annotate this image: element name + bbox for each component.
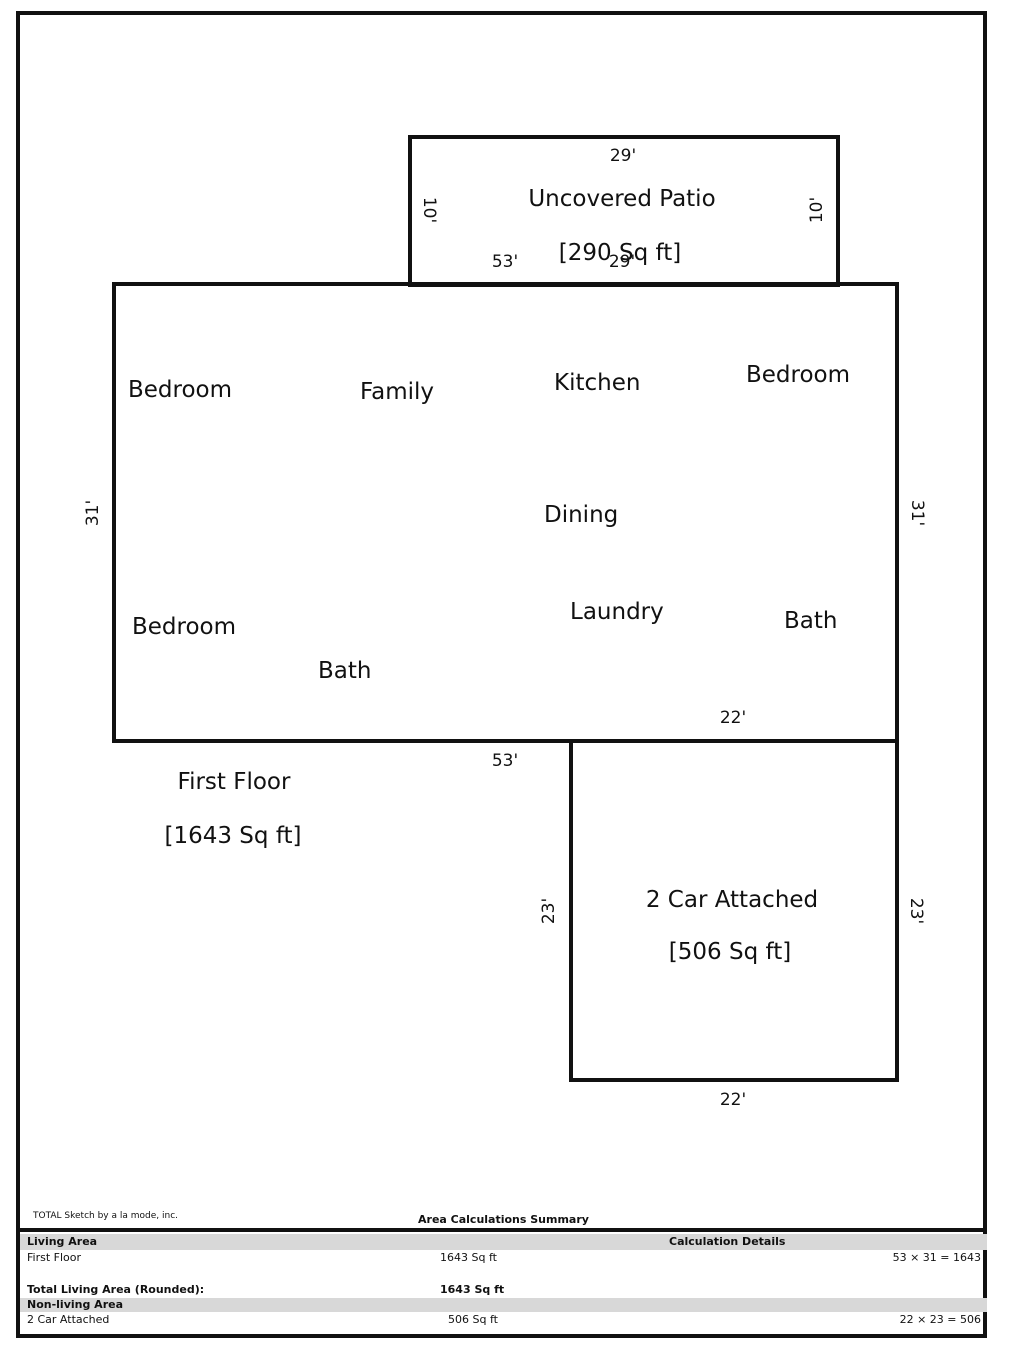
room-label-bath-2: Bath bbox=[784, 608, 838, 634]
patio-top-dimension: 29' bbox=[609, 146, 637, 166]
floor-top-dimension: 53' bbox=[491, 252, 519, 272]
table-row: First Floor 1643 Sq ft 53 × 31 = 1643 bbox=[20, 1250, 987, 1266]
page-frame bbox=[16, 11, 987, 1338]
summary-title: Area Calculations Summary bbox=[418, 1213, 589, 1226]
first-floor-outline bbox=[112, 282, 899, 743]
garage-outline bbox=[569, 739, 899, 1082]
room-label-dining: Dining bbox=[544, 502, 619, 528]
garage-area-value: 506 Sq ft bbox=[448, 1313, 498, 1326]
garage-calculation: 22 × 23 = 506 bbox=[899, 1313, 981, 1326]
room-label-kitchen: Kitchen bbox=[554, 370, 641, 396]
room-label-family: Family bbox=[360, 379, 435, 405]
room-label-bedroom-3: Bedroom bbox=[132, 614, 237, 640]
living-area-header: Living Area bbox=[27, 1235, 98, 1248]
first-floor-area: [1643 Sq ft] bbox=[164, 823, 302, 849]
patio-left-dimension: 10' bbox=[419, 196, 440, 224]
floor-right-dimension: 31' bbox=[907, 499, 928, 527]
first-floor-label: First Floor bbox=[177, 769, 291, 795]
garage-name: 2 Car Attached bbox=[27, 1313, 110, 1326]
total-living-area-label: Total Living Area (Rounded): bbox=[27, 1283, 205, 1296]
garage-top-dimension: 22' bbox=[719, 708, 747, 728]
non-living-area-header-row: Non-living Area bbox=[20, 1298, 987, 1312]
floor-left-dimension: 31' bbox=[83, 499, 104, 527]
first-floor-area-value: 1643 Sq ft bbox=[440, 1251, 497, 1264]
software-credit: TOTAL Sketch by a la mode, inc. bbox=[33, 1211, 179, 1221]
living-area-header-row: Living Area Calculation Details bbox=[20, 1234, 987, 1250]
patio-right-dimension: 10' bbox=[807, 196, 828, 224]
room-label-bedroom-2: Bedroom bbox=[746, 362, 851, 388]
area-summary-table: Living Area Calculation Details First Fl… bbox=[20, 1228, 987, 1328]
total-living-area-row: Total Living Area (Rounded): 1643 Sq ft bbox=[20, 1282, 987, 1298]
garage-bottom-dimension: 22' bbox=[719, 1090, 747, 1110]
patio-bottom-dimension: 29' bbox=[608, 252, 636, 272]
total-living-area-value: 1643 Sq ft bbox=[440, 1283, 505, 1296]
room-label-bedroom-1: Bedroom bbox=[128, 377, 233, 403]
spacer-row bbox=[20, 1266, 987, 1282]
non-living-area-header: Non-living Area bbox=[27, 1298, 123, 1311]
first-floor-calculation: 53 × 31 = 1643 bbox=[892, 1251, 981, 1264]
garage-label: 2 Car Attached bbox=[645, 887, 819, 913]
patio-label: Uncovered Patio bbox=[528, 186, 716, 212]
room-label-bath-1: Bath bbox=[318, 658, 372, 684]
garage-area: [506 Sq ft] bbox=[668, 939, 792, 965]
first-floor-name: First Floor bbox=[27, 1251, 82, 1264]
room-label-laundry: Laundry bbox=[570, 599, 664, 625]
table-row: 2 Car Attached 506 Sq ft 22 × 23 = 506 bbox=[20, 1312, 987, 1328]
floor-bottom-dimension: 53' bbox=[491, 751, 519, 771]
garage-left-dimension: 23' bbox=[539, 897, 560, 925]
calculation-details-header: Calculation Details bbox=[669, 1235, 786, 1248]
garage-right-dimension: 23' bbox=[906, 897, 927, 925]
patio-area: [290 Sq ft] bbox=[558, 240, 682, 266]
